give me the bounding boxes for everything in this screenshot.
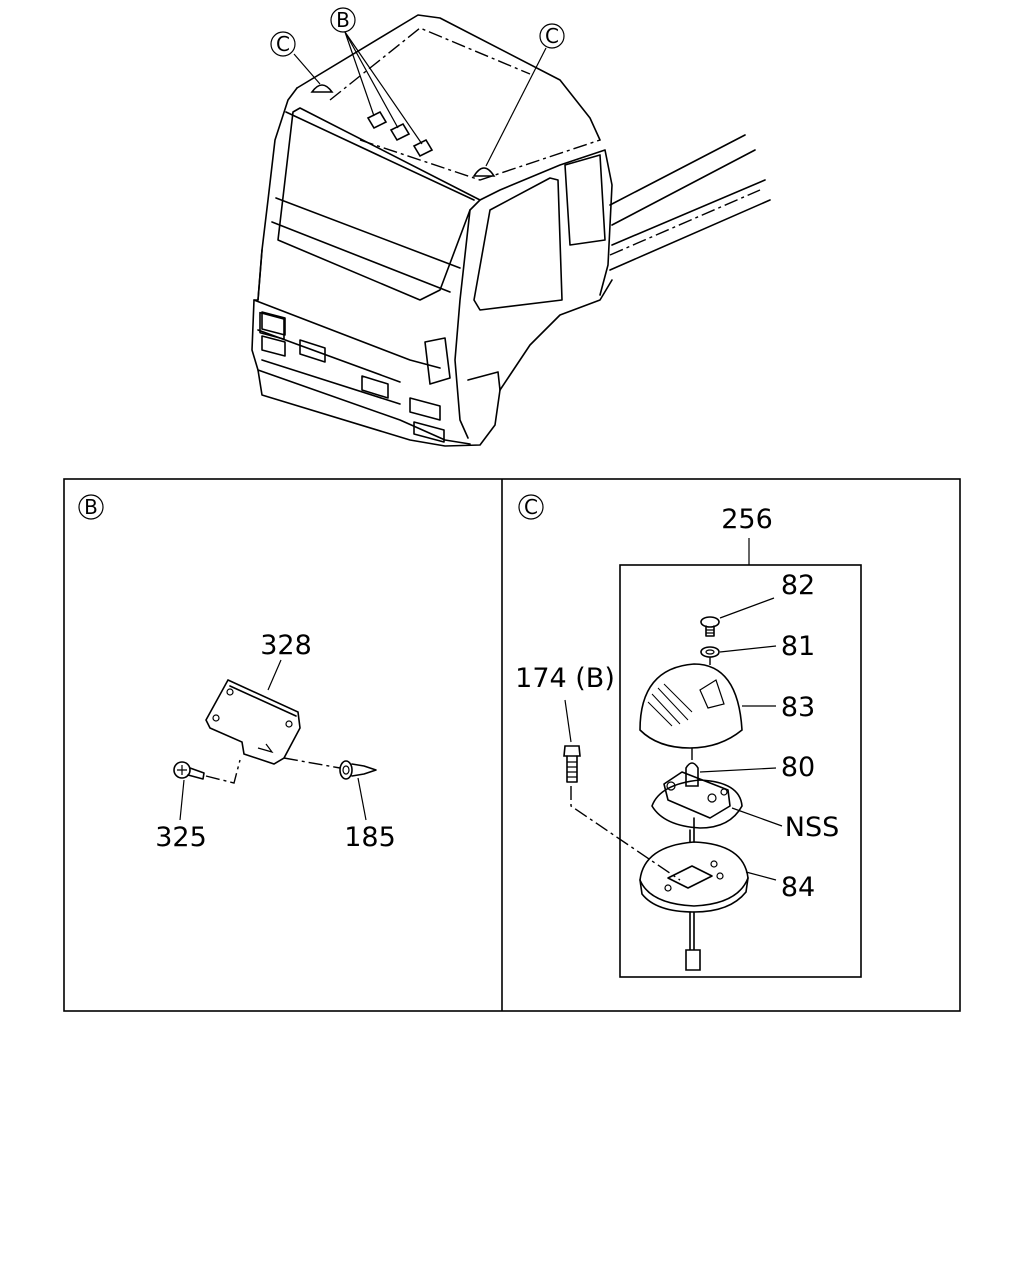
label-328: 328 <box>260 630 312 661</box>
bolt-174 <box>563 745 581 783</box>
base-84 <box>639 841 749 913</box>
assembly-box-256 <box>619 564 862 978</box>
label-256: 256 <box>721 504 773 535</box>
lens-dome-83 <box>639 663 743 749</box>
label-325: 325 <box>155 822 207 853</box>
truck-cab-illustration <box>251 14 771 447</box>
svg-text:B: B <box>84 495 98 519</box>
svg-text:C: C <box>524 495 538 519</box>
label-185: 185 <box>344 822 396 853</box>
screw-325 <box>173 761 205 780</box>
plate-nss <box>651 779 743 829</box>
panel-b: B 328 325 185 <box>78 494 396 853</box>
bracket-plate-328 <box>205 678 301 765</box>
detail-panels-frame <box>63 478 961 1012</box>
label-174-b: 174 (B) <box>515 663 615 694</box>
panel-b-callout: B <box>78 494 104 520</box>
svg-text:B: B <box>336 8 350 32</box>
screw-82 <box>700 616 720 637</box>
svg-text:C: C <box>545 24 559 48</box>
label-80: 80 <box>781 752 815 783</box>
callout-c-truck-right: C <box>539 23 565 49</box>
clip-185 <box>339 760 377 780</box>
panel-c-callout: C <box>518 494 544 520</box>
callout-c-truck-left: C <box>270 31 296 57</box>
label-nss: NSS <box>785 812 839 843</box>
label-84: 84 <box>781 872 815 903</box>
label-83: 83 <box>781 692 815 723</box>
callout-b-truck: B <box>330 7 356 33</box>
washer-81 <box>700 646 720 658</box>
label-81: 81 <box>781 631 815 662</box>
panel-c: C 256 <box>515 494 862 978</box>
label-82: 82 <box>781 570 815 601</box>
svg-text:C: C <box>276 32 290 56</box>
